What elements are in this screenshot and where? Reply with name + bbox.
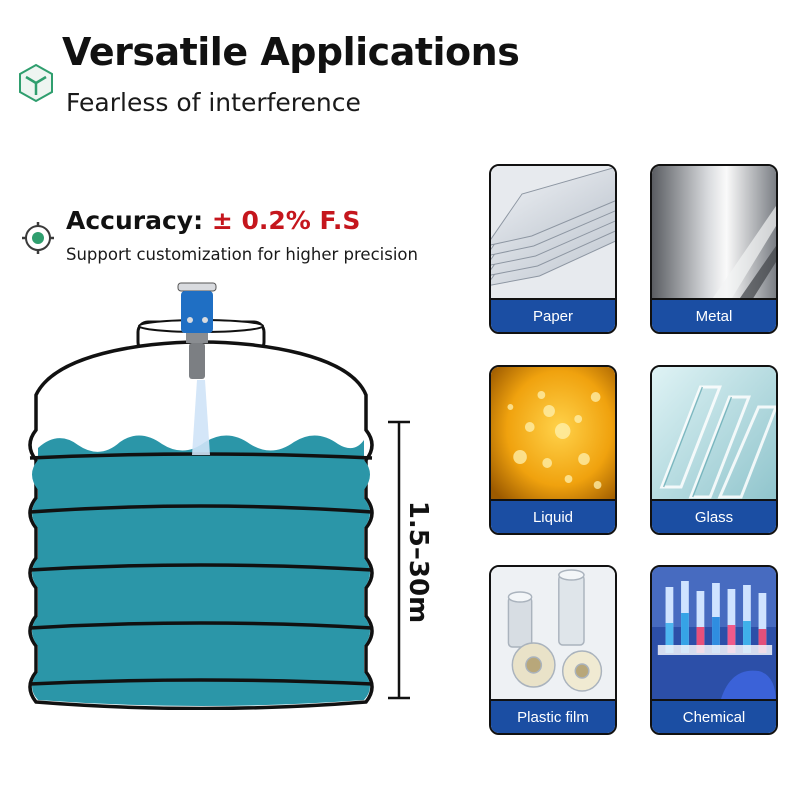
target-icon bbox=[22, 222, 54, 254]
liquid-fill bbox=[32, 435, 370, 706]
card-label: Metal bbox=[695, 307, 733, 325]
radar-beam bbox=[192, 380, 210, 455]
glass-panes-photo bbox=[652, 367, 776, 503]
chemical-test-tubes-photo bbox=[652, 567, 776, 703]
card-caption: Plastic film bbox=[491, 699, 615, 733]
card-glass: Glass bbox=[650, 365, 778, 535]
accuracy-value: ± 0.2% F.S bbox=[211, 206, 361, 235]
card-label: Chemical bbox=[682, 708, 746, 726]
paper-stack-photo bbox=[491, 166, 615, 302]
cube-logo-icon bbox=[19, 63, 53, 103]
accuracy-note: Support customization for higher precisi… bbox=[66, 245, 418, 264]
card-chemical: Chemical bbox=[650, 565, 778, 735]
card-paper: Paper bbox=[489, 164, 617, 334]
liquid-bubbles-photo bbox=[491, 367, 615, 503]
tank-illustration bbox=[28, 282, 410, 710]
card-label: Liquid bbox=[532, 508, 574, 526]
card-label: Glass bbox=[694, 508, 734, 526]
card-caption: Paper bbox=[491, 298, 615, 332]
card-metal: Metal bbox=[650, 164, 778, 334]
plastic-film-rolls-photo bbox=[491, 567, 615, 703]
accuracy-line: Accuracy: ± 0.2% F.S bbox=[66, 206, 360, 235]
page-title: Versatile Applications bbox=[62, 30, 520, 74]
card-caption: Chemical bbox=[652, 699, 776, 733]
card-label: Paper bbox=[532, 307, 574, 325]
card-liquid: Liquid bbox=[489, 365, 617, 535]
card-caption: Glass bbox=[652, 499, 776, 533]
card-caption: Liquid bbox=[491, 499, 615, 533]
card-plastic-film: Plastic film bbox=[489, 565, 617, 735]
page-subtitle: Fearless of interference bbox=[66, 88, 361, 117]
range-label-text: 1.5–30m bbox=[403, 500, 433, 624]
metal-sheet-photo bbox=[652, 166, 776, 302]
accuracy-label: Accuracy: bbox=[66, 206, 204, 235]
range-bracket bbox=[388, 420, 410, 700]
card-caption: Metal bbox=[652, 298, 776, 332]
level-sensor bbox=[177, 282, 217, 379]
card-label: Plastic film bbox=[517, 708, 589, 726]
